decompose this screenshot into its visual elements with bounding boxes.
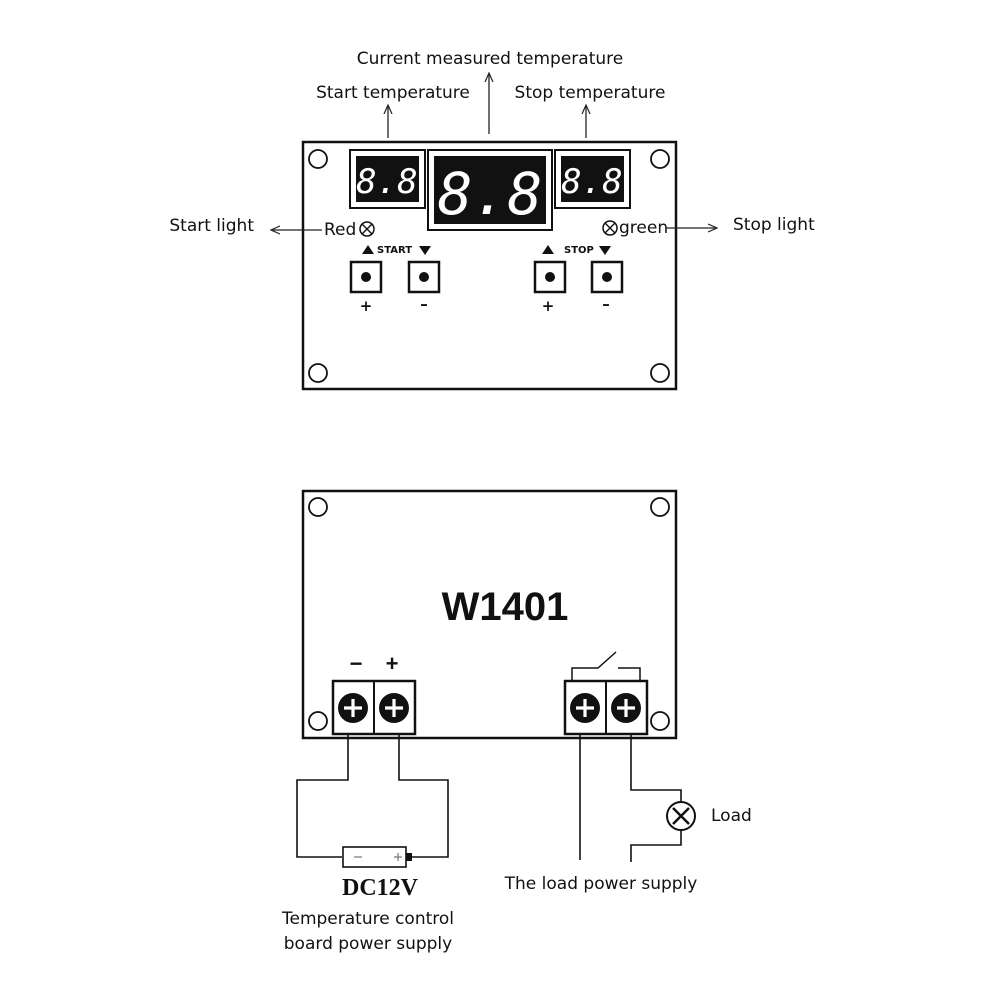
stop-light-label: Stop light	[733, 215, 815, 235]
mount-hole-icon	[308, 149, 328, 169]
start-plus-button[interactable]	[349, 260, 383, 294]
power-wiring	[296, 734, 449, 858]
mount-hole-icon	[650, 363, 670, 383]
stop-group-label: STOP	[564, 245, 594, 256]
up-triangle-icon	[542, 245, 554, 254]
model-label: W1401	[442, 585, 569, 629]
right-display-digits: 8.8	[561, 162, 622, 202]
start-temperature-label: Start temperature	[316, 83, 470, 103]
green-led-icon	[602, 220, 618, 236]
current-temperature-display: 8.8	[427, 149, 553, 231]
start-plus-label: +	[360, 297, 373, 315]
stop-plus-label: +	[542, 297, 555, 315]
center-display-digits: 8.8	[438, 160, 543, 228]
down-triangle-icon	[599, 246, 611, 255]
red-led-icon	[359, 221, 375, 237]
screw-icon	[379, 693, 409, 723]
top-board: 8.8 8.8 8.8 Red green START	[301, 140, 678, 391]
start-minus-label: –	[420, 295, 428, 313]
power-caption-line1: Temperature control	[281, 909, 454, 929]
mount-hole-icon	[308, 711, 328, 731]
green-led-label: green	[619, 218, 668, 238]
current-temperature-label: Current measured temperature	[357, 49, 623, 69]
start-light-label: Start light	[169, 216, 254, 236]
load-label: Load	[711, 806, 752, 826]
red-led-label: Red	[324, 220, 356, 240]
mount-hole-icon	[650, 149, 670, 169]
power-minus-label: −	[350, 651, 363, 676]
power-caption-line2: board power supply	[284, 934, 452, 954]
voltage-label: DC12V	[342, 875, 419, 901]
stop-minus-button[interactable]	[590, 260, 624, 294]
stop-temperature-display: 8.8	[554, 149, 631, 209]
bottom-board: W1401 − +	[301, 489, 678, 740]
battery-icon	[342, 846, 412, 868]
screw-icon	[570, 693, 600, 723]
stop-minus-label: –	[602, 295, 610, 313]
left-display-digits: 8.8	[356, 162, 417, 202]
stop-plus-button[interactable]	[533, 260, 567, 294]
mount-hole-icon	[308, 363, 328, 383]
relay-terminal-block	[563, 679, 649, 736]
start-temperature-display: 8.8	[349, 149, 426, 209]
start-group-label: START	[377, 245, 412, 256]
down-triangle-icon	[419, 246, 431, 255]
screw-icon	[611, 693, 641, 723]
load-supply-label: The load power supply	[504, 874, 698, 894]
load-lamp-icon	[666, 801, 696, 831]
mount-hole-icon	[650, 497, 670, 517]
start-minus-button[interactable]	[407, 260, 441, 294]
mount-hole-icon	[308, 497, 328, 517]
mount-hole-icon	[650, 711, 670, 731]
power-plus-label: +	[386, 651, 399, 676]
relay-switch-icon	[571, 651, 641, 680]
load-wiring	[579, 734, 682, 862]
stop-temperature-label: Stop temperature	[515, 83, 666, 103]
screw-icon	[338, 693, 368, 723]
power-terminal-block	[331, 679, 417, 736]
up-triangle-icon	[362, 245, 374, 254]
